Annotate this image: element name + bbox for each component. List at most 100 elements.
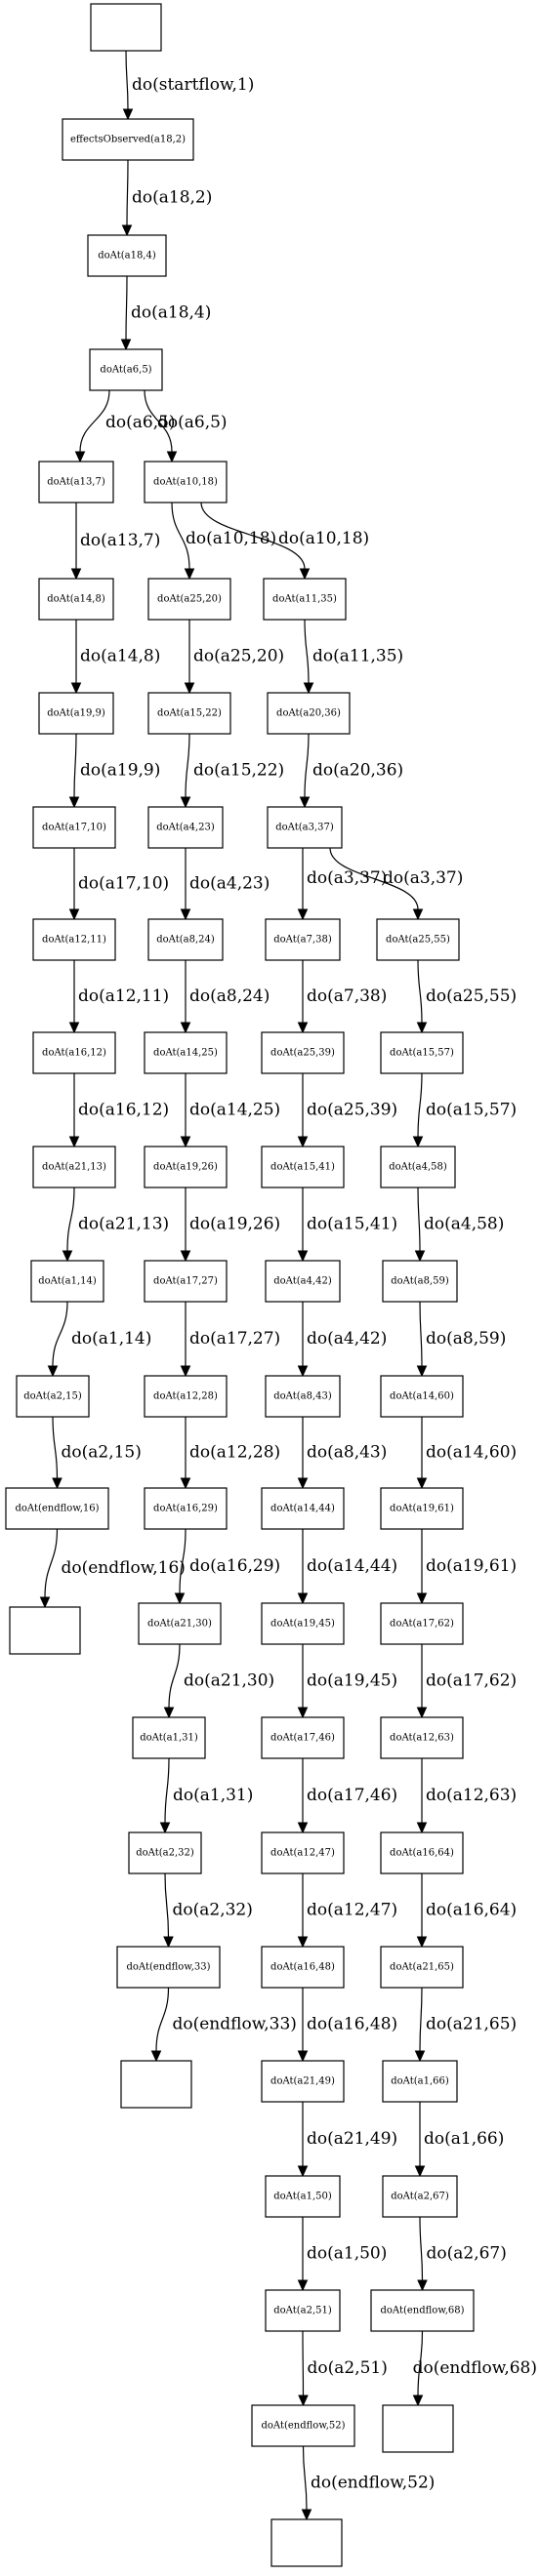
node-label: doAt(a19,61) — [390, 1504, 454, 1514]
node-box — [261, 1946, 345, 1989]
node-label: doAt(endflow,52) — [261, 2421, 345, 2432]
node-box — [382, 2175, 458, 2218]
arrowhead-icon — [180, 1365, 191, 1378]
edge-label: do(a1,14) — [71, 1329, 151, 1348]
diagram-edge: do(a20,36) — [299, 733, 403, 809]
diagram-node: doAt(a16,29) — [144, 1487, 228, 1530]
edge-label: do(a16,29) — [189, 1556, 280, 1576]
node-label: doAt(a17,27) — [153, 1276, 218, 1287]
edge-line — [44, 1528, 59, 1598]
edge-label: do(a11,35) — [312, 647, 403, 666]
edge-line — [126, 159, 129, 226]
edge-line — [417, 1072, 423, 1138]
node-box — [263, 578, 347, 621]
arrowhead-icon — [180, 1136, 191, 1148]
arrowhead-icon — [70, 682, 82, 695]
diagram-edge: do(a15,57) — [412, 1072, 517, 1148]
node-label: doAt(a15,41) — [270, 1162, 335, 1173]
diagram-edge: do(a16,12) — [68, 1073, 169, 1148]
edge-label: do(a3,37) — [307, 868, 387, 888]
node-label: effectsObserved(a18,2) — [70, 135, 186, 145]
node-box — [380, 1146, 456, 1188]
arrowhead-icon — [122, 108, 134, 121]
arrowhead-icon — [416, 1707, 428, 1719]
node-label: doAt(a7,38) — [273, 935, 332, 946]
diagram-node: doAt(a19,9) — [38, 692, 114, 735]
edge-label: do(a16,64) — [426, 1901, 517, 1920]
node-box — [38, 461, 114, 503]
diagram-node: doAt(a2,67) — [382, 2175, 458, 2218]
diagram-node: doAt(a2,32) — [128, 1831, 202, 1874]
diagram-node: doAt(a25,20) — [147, 578, 231, 621]
edge-line — [200, 502, 306, 570]
node-label: doAt(a10,18) — [153, 477, 218, 488]
edge-label: do(a21,49) — [307, 2129, 397, 2149]
node-box — [370, 2289, 475, 2332]
arrowhead-icon — [297, 1936, 309, 1949]
diagram-node: doAt(a11,35) — [263, 578, 347, 621]
arrowhead-icon — [299, 568, 311, 581]
node-box — [265, 2289, 341, 2332]
diagram-edge: do(a2,32) — [163, 1872, 253, 1949]
diagram-node: doAt(a21,13) — [32, 1146, 116, 1188]
edge-line — [419, 1987, 423, 2052]
node-box — [120, 2060, 192, 2109]
diagram-node: doAt(a25,55) — [376, 918, 460, 961]
diagram-edge: do(a2,51) — [298, 2330, 388, 2407]
edge-label: do(a14,25) — [189, 1101, 280, 1120]
arrowhead-icon — [298, 2395, 309, 2407]
diagram-node: doAt(a21,49) — [261, 2060, 345, 2103]
node-label: doAt(a16,64) — [390, 1848, 454, 1859]
arrowhead-icon — [412, 2395, 424, 2407]
node-box — [147, 692, 231, 735]
node-label: doAt(endflow,16) — [15, 1504, 99, 1514]
node-box — [9, 1606, 81, 1655]
diagram-node: doAt(a19,61) — [380, 1487, 464, 1530]
arrowhead-icon — [417, 2279, 428, 2292]
diagram-edge: do(a12,28) — [180, 1416, 280, 1490]
diagram-node: doAt(endflow,16) — [5, 1487, 109, 1530]
edge-label: do(a19,61) — [426, 1556, 517, 1576]
edge-label: do(a4,42) — [307, 1329, 387, 1348]
edge-label: do(a2,32) — [173, 1901, 253, 1920]
diagram-node: doAt(a15,22) — [147, 692, 231, 735]
arrowhead-icon — [416, 1477, 428, 1490]
arrowhead-icon — [297, 1250, 309, 1263]
node-label: doAt(a8,59) — [391, 1276, 449, 1287]
node-box — [261, 1487, 345, 1530]
diagram-edge: do(a25,55) — [416, 959, 517, 1034]
diagram-node: doAt(a17,27) — [144, 1260, 228, 1303]
edge-label: do(a16,12) — [78, 1101, 169, 1120]
diagram-edge: do(a12,11) — [68, 959, 169, 1034]
diagram-node: doAt(a25,39) — [261, 1031, 345, 1074]
node-box — [87, 234, 167, 277]
arrowhead-icon — [297, 2050, 309, 2063]
node-label: doAt(a1,14) — [38, 1276, 97, 1287]
arrowhead-icon — [416, 1936, 428, 1949]
diagram-node: doAt(a4,58) — [380, 1146, 456, 1188]
node-box — [32, 1031, 116, 1074]
diagram-edge: do(a12,47) — [297, 1873, 397, 1949]
node-label: doAt(a19,45) — [270, 1619, 335, 1630]
diagram-edge: do(a2,67) — [417, 2216, 507, 2292]
node-box — [380, 1831, 464, 1874]
edge-label: do(a20,36) — [312, 761, 403, 781]
edge-label: do(a17,27) — [189, 1329, 280, 1348]
nodes-layer: effectsObserved(a18,2)doAt(a18,4)doAt(a6… — [5, 3, 475, 2567]
arrowhead-icon — [412, 1136, 424, 1148]
arrowhead-icon — [150, 2050, 162, 2063]
diagram-node: doAt(a13,7) — [38, 461, 114, 503]
diagram-node: doAt(a8,59) — [382, 1260, 458, 1303]
arrowhead-icon — [301, 2509, 312, 2521]
edge-label: do(endflow,52) — [311, 2474, 435, 2493]
diagram-edge: do(a14,8) — [70, 619, 160, 695]
edge-label: do(a4,58) — [424, 1215, 504, 1234]
edge-label: do(a25,55) — [426, 986, 517, 1006]
diagram-edge: do(a21,30) — [163, 1643, 274, 1719]
diagram-node: doAt(a1,31) — [132, 1716, 206, 1759]
edge-line — [179, 1528, 187, 1594]
diagram-node: doAt(a21,30) — [138, 1602, 222, 1645]
node-label: doAt(a19,9) — [47, 708, 105, 719]
edge-label: do(a17,10) — [78, 874, 169, 894]
